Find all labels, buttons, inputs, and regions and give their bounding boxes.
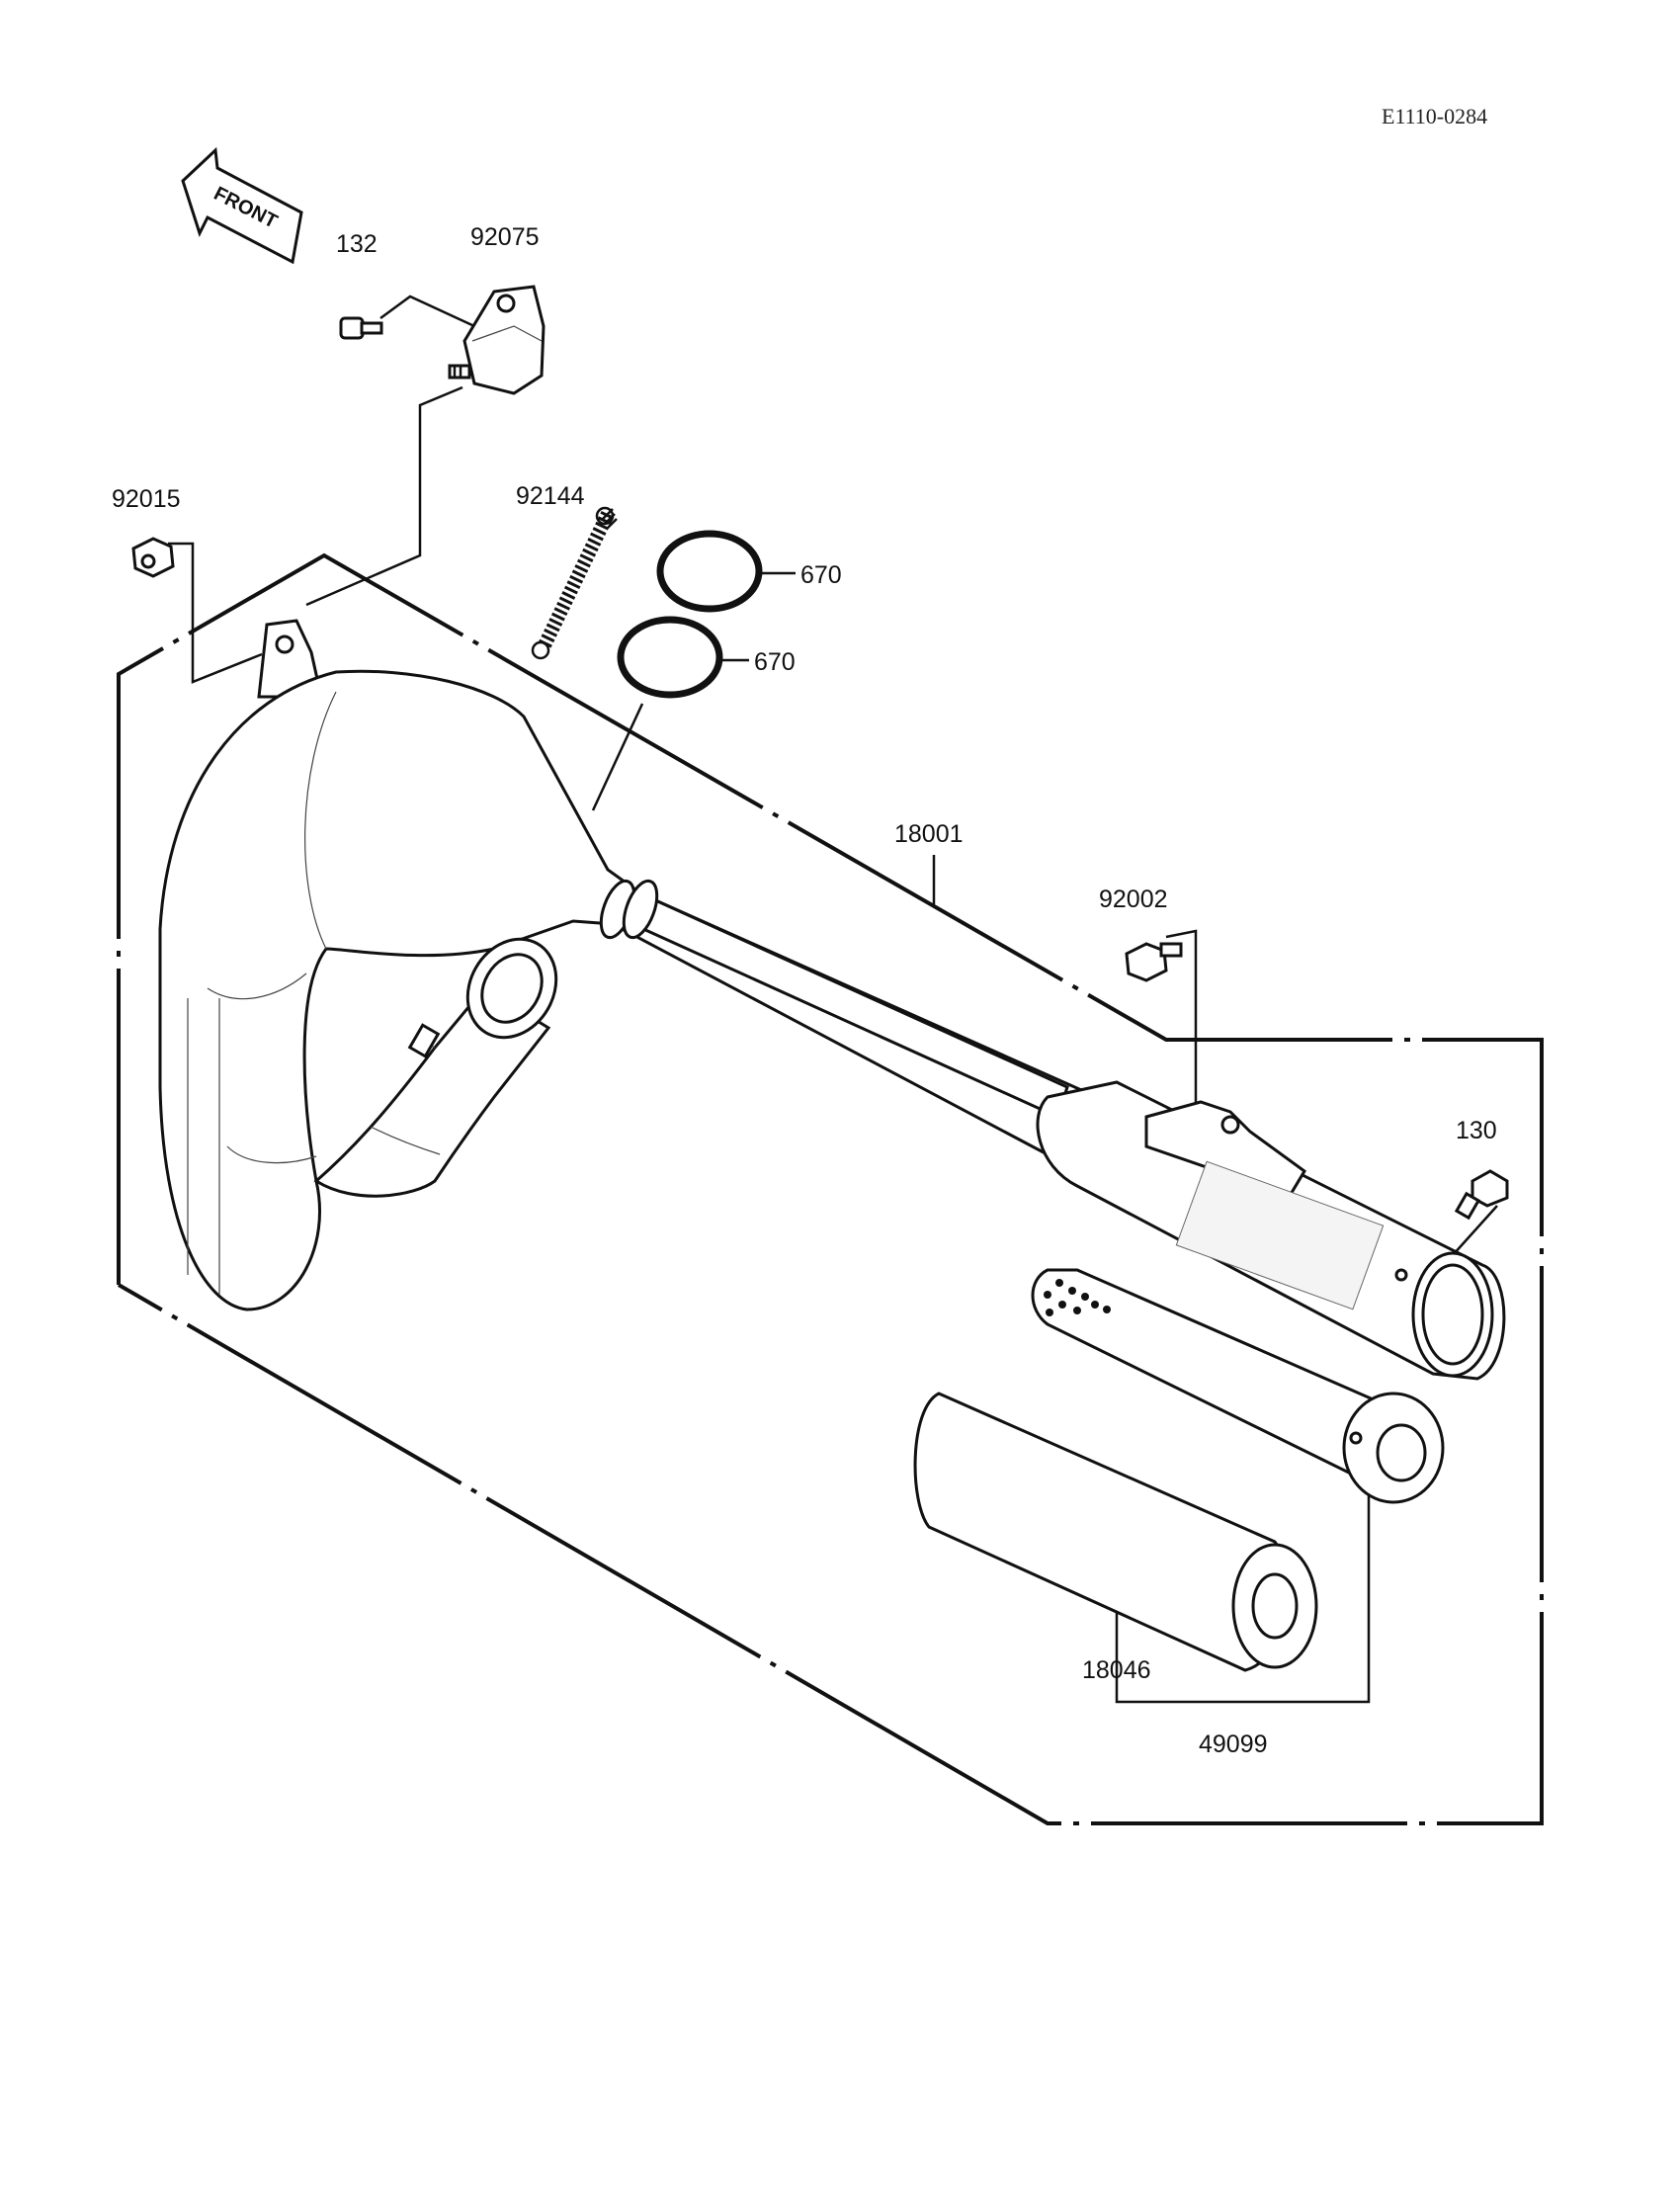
callout-132: 132 — [336, 230, 378, 258]
callout-670-lower: 670 — [754, 648, 796, 676]
oring-670-upper-icon — [656, 530, 763, 613]
nut-92015-icon — [131, 537, 175, 578]
silencer-inner-core-icon — [1031, 1268, 1445, 1504]
bracket-92075-icon — [448, 285, 546, 395]
packing-18046-icon — [913, 1392, 1318, 1672]
assembly-outline — [117, 552, 1544, 1825]
callout-670-upper: 670 — [800, 561, 842, 589]
callout-18046: 18046 — [1082, 1656, 1151, 1684]
bolt-132-icon — [339, 316, 383, 340]
front-arrow-icon: FRONT — [181, 146, 303, 265]
spring-92144-icon — [531, 506, 618, 660]
callout-92015: 92015 — [112, 485, 181, 513]
drawing-code: E1110-0284 — [1382, 104, 1487, 128]
bolt-130-icon — [1454, 1169, 1509, 1221]
leader-lines — [168, 295, 1498, 1704]
callout-49099: 49099 — [1199, 1731, 1268, 1758]
oring-670-lower-icon — [617, 616, 723, 699]
bolt-92002-icon — [1125, 942, 1183, 982]
silencer-body-icon — [1036, 1080, 1506, 1381]
expansion-chamber-18001-icon — [158, 619, 1137, 1311]
callout-92075: 92075 — [470, 223, 540, 251]
callout-130: 130 — [1456, 1117, 1497, 1144]
callout-18001: 18001 — [894, 820, 964, 848]
callout-labels: 132 92075 92015 92144 670 670 18001 9200… — [112, 223, 1497, 1758]
callout-92144: 92144 — [516, 482, 585, 510]
callout-92002: 92002 — [1099, 886, 1168, 913]
